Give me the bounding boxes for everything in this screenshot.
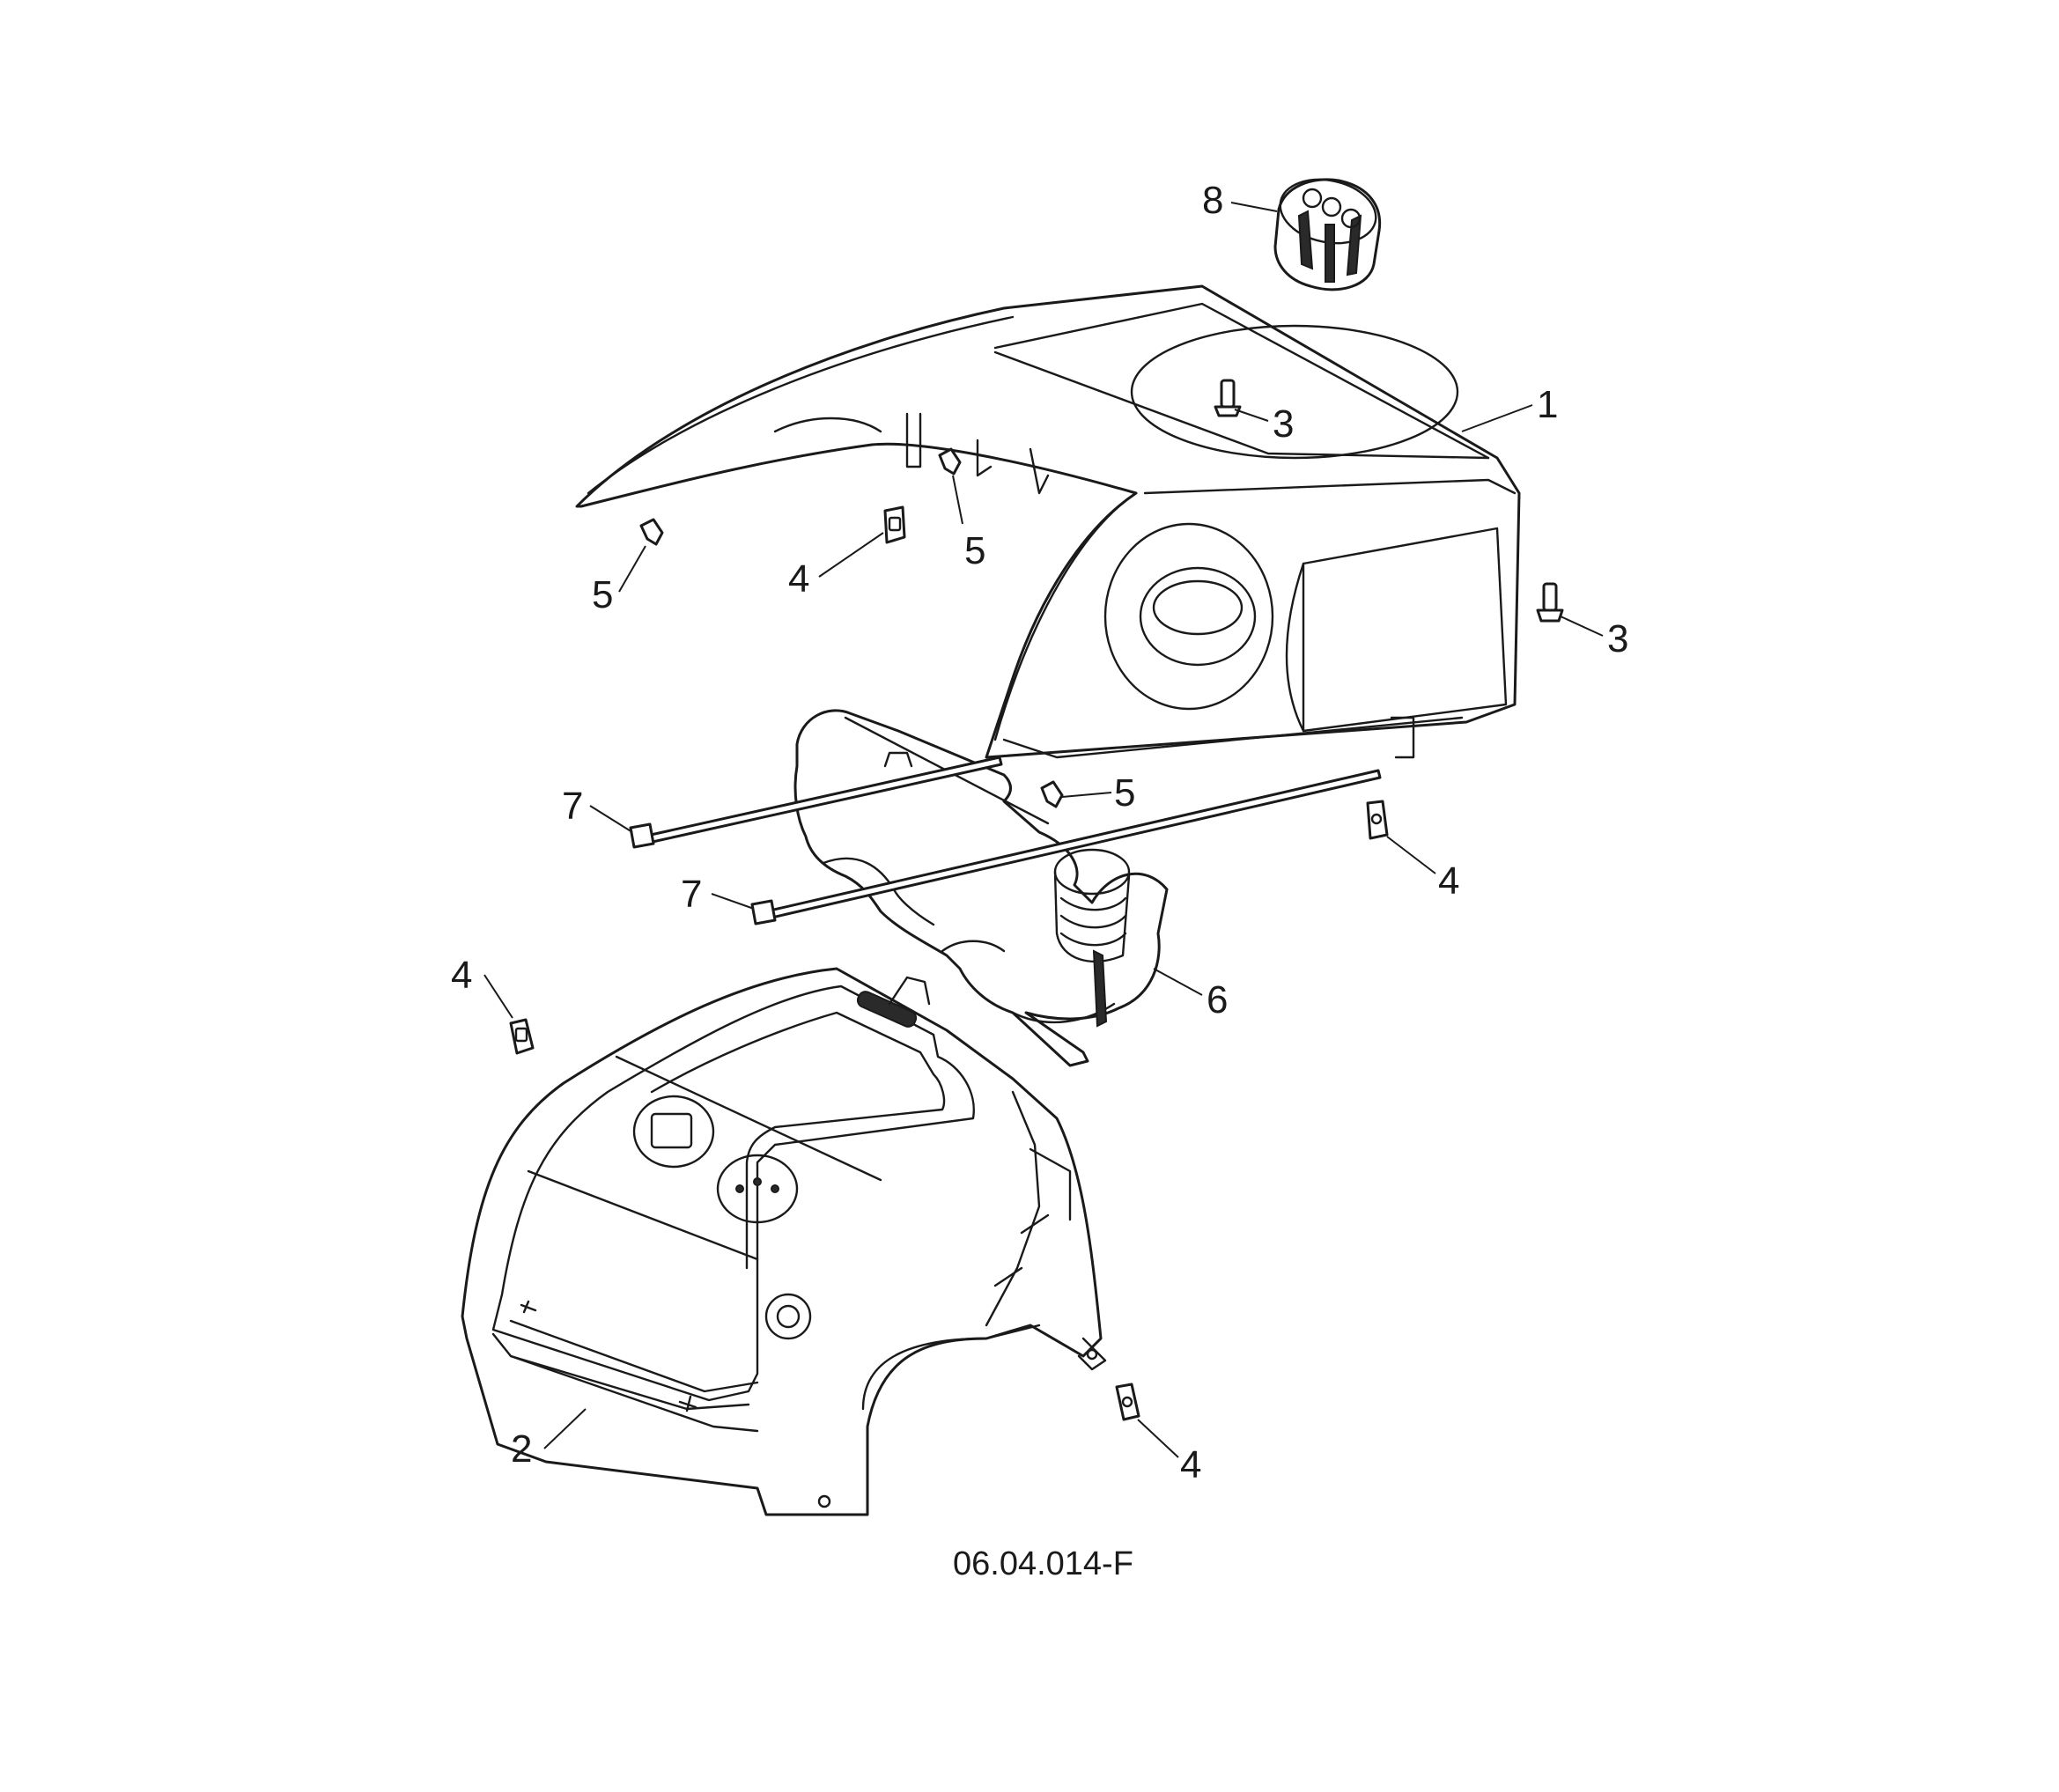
callout-5: 5	[964, 529, 985, 572]
part-3-screw	[1214, 379, 1242, 417]
leader-lines	[483, 202, 1604, 1458]
callout-4: 4	[1438, 859, 1459, 903]
part-7-strap	[629, 756, 1003, 849]
part-1-top-cover	[575, 284, 1521, 759]
figure-code: 06.04.014-F	[953, 1545, 1133, 1582]
callout-4: 4	[1180, 1443, 1201, 1486]
part-4-clip-nut	[509, 1018, 535, 1055]
callout-5: 5	[1114, 771, 1135, 815]
callout-5: 5	[592, 573, 613, 616]
part-5-clip	[639, 518, 664, 546]
part-7-strap	[750, 769, 1382, 925]
callout-4: 4	[451, 954, 472, 997]
part-5-clip	[938, 447, 962, 476]
part-8-fuel-cap	[1273, 178, 1382, 291]
callout-8: 8	[1202, 179, 1223, 222]
part-4-clip-nut	[1115, 1383, 1140, 1421]
callout-labels: 1 2 3 3 4 4 4 4 5 5 5 6 7 7 8	[451, 179, 1628, 1486]
callout-1: 1	[1537, 383, 1558, 426]
part-2-front-housing	[461, 967, 1107, 1516]
callout-3: 3	[1273, 402, 1294, 446]
callout-7: 7	[562, 785, 583, 828]
part-3-screw	[1536, 582, 1564, 623]
callout-6: 6	[1207, 978, 1228, 1021]
callout-2: 2	[511, 1427, 532, 1471]
callout-7: 7	[681, 873, 702, 916]
part-4-clip-nut	[1366, 800, 1389, 840]
callout-3: 3	[1607, 617, 1628, 660]
part-4-clip-nut	[883, 505, 906, 544]
callout-4: 4	[788, 557, 809, 601]
part-5-clip	[1040, 780, 1064, 808]
